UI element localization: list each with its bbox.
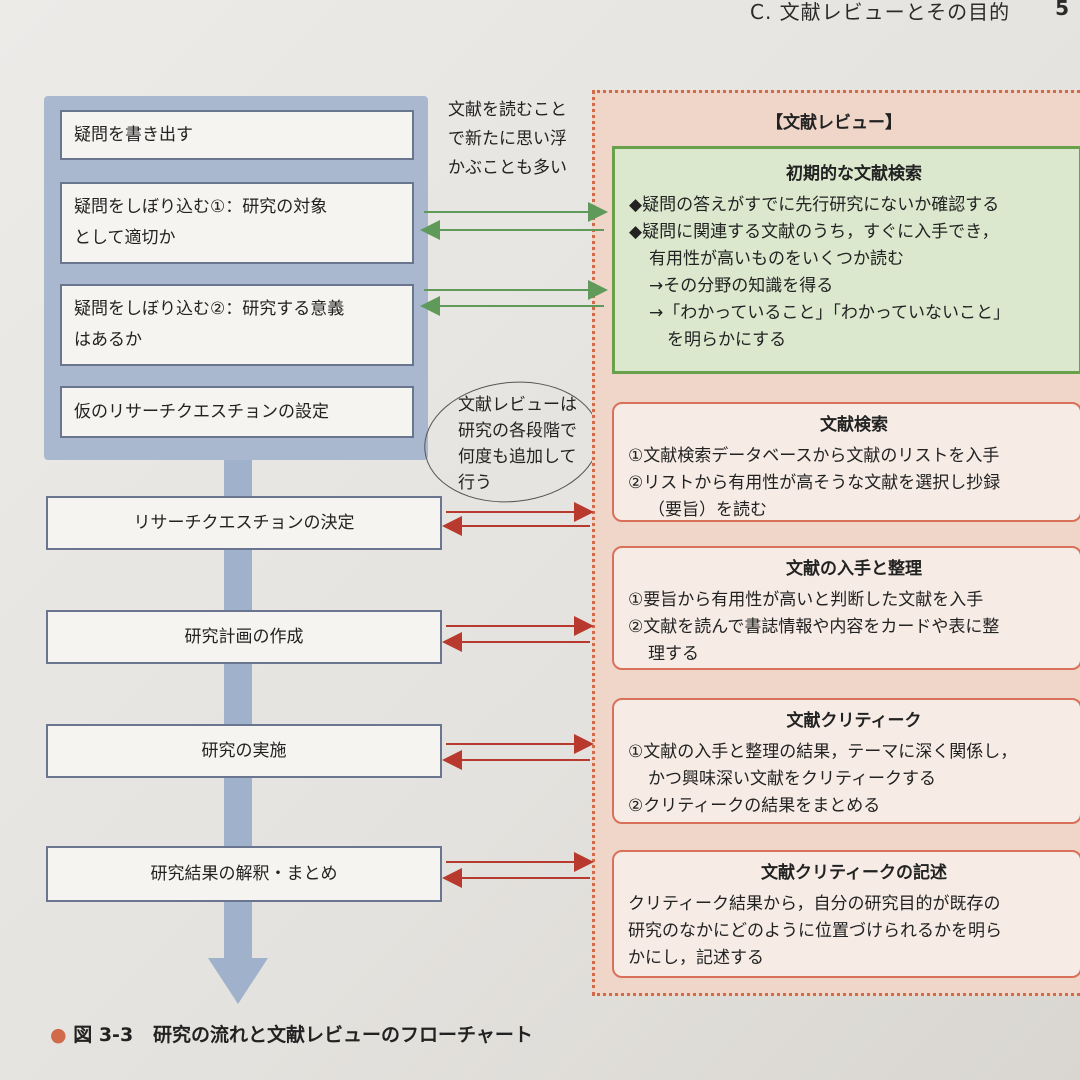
record-box: 文献クリティークの記述 クリティーク結果から，自分の研究目的が既存の 研究のなか… — [612, 850, 1080, 978]
page-number: 5 — [1055, 0, 1070, 20]
pre-step-1: 疑問を書き出す — [60, 110, 414, 160]
green-arrows — [420, 202, 608, 316]
figure-caption: ● 図 3-3 研究の流れと文献レビューのフローチャート — [50, 1020, 533, 1047]
caption-label: 図 3-3 — [73, 1024, 134, 1046]
caption-bullet-icon: ● — [50, 1024, 67, 1046]
step-plan: 研究計画の作成 — [46, 610, 442, 664]
note-repeat-review: 文献レビューは研究の各段階で何度も追加して行う — [458, 395, 577, 493]
step-decide-rq: リサーチクエスチョンの決定 — [46, 496, 442, 550]
search-box: 文献検索 ①文献検索データベースから文献のリストを入手 ②リストから有用性が高そ… — [612, 402, 1080, 522]
step-conduct: 研究の実施 — [46, 724, 442, 778]
flow-down-arrow — [208, 958, 268, 1004]
running-header: C. 文献レビューとその目的 5 — [620, 0, 1080, 26]
section-title: C. 文献レビューとその目的 — [750, 0, 1011, 24]
obtain-box: 文献の入手と整理 ①要旨から有用性が高いと判断した文献を入手 ②文献を読んで書誌… — [612, 546, 1080, 670]
step-interpret: 研究結果の解釈・まとめ — [46, 846, 442, 902]
pre-step-4: 仮のリサーチクエスチョンの設定 — [60, 386, 414, 438]
pre-step-3: 疑問をしぼり込む②：研究する意義 はあるか — [60, 284, 414, 366]
critique-box: 文献クリティーク ①文献の入手と整理の結果，テーマに深く関係し， かつ興味深い文… — [612, 698, 1080, 824]
note-new-ideas: 文献を読むことで新たに思い浮かぶことも多い — [448, 100, 567, 178]
initial-search-title: 初期的な文献検索 — [786, 164, 922, 184]
initial-search-box: 初期的な文献検索 ◆疑問の答えがすでに先行研究にないか確認する ◆疑問に関連する… — [612, 146, 1080, 374]
red-arrows — [442, 502, 594, 888]
caption-text: 研究の流れと文献レビューのフローチャート — [153, 1024, 533, 1046]
review-panel-title: 【文献レビュー】 — [766, 113, 902, 133]
pre-step-2: 疑問をしぼり込む①：研究の対象 として適切か — [60, 182, 414, 264]
